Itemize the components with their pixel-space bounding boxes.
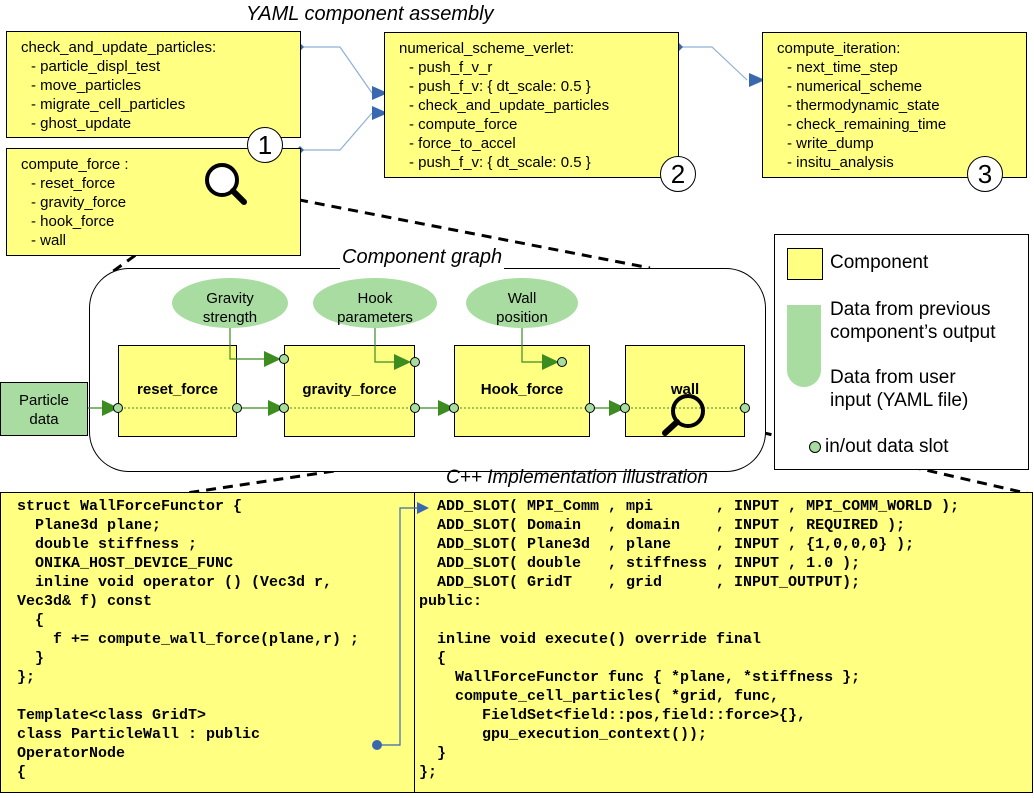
yaml-head: compute_iteration: — [777, 40, 901, 57]
code-line: ADD_SLOT( MPI_Comm , mpi , INPUT , MPI_C… — [419, 498, 960, 515]
legend-prev-output-2: component’s output — [830, 322, 996, 343]
legend: Component Data from previous component’s… — [774, 234, 1029, 470]
legend-slot-label: in/out data slot — [825, 436, 949, 457]
step-circle-2: 2 — [660, 156, 696, 192]
code-line: { — [419, 650, 447, 667]
yaml-item: - next_time_step — [787, 59, 898, 76]
code-line: ADD_SLOT( Plane3d , plane , INPUT , {1,0… — [419, 536, 915, 553]
yaml-item: - wall — [31, 232, 67, 249]
code-line: }; — [17, 669, 36, 686]
particle-data-line1: Particle — [18, 392, 70, 409]
particle-data-input: Particle data — [0, 382, 88, 436]
yaml-item: - move_particles — [31, 77, 142, 94]
hook-label-1: Hook — [357, 290, 393, 307]
step-circle-1: 1 — [247, 127, 283, 163]
yaml-item: - check_and_update_particles — [409, 97, 610, 114]
legend-component-swatch — [787, 248, 823, 280]
legend-user-input-2: input (YAML file) — [830, 390, 969, 411]
code-line: } — [419, 745, 447, 762]
yaml-item: - push_f_v: { dt_scale: 0.5 } — [409, 154, 591, 171]
yaml-item: - force_to_accel — [409, 135, 516, 152]
yaml-item: - compute_force — [409, 116, 518, 133]
yaml-item: - push_f_v_r — [409, 59, 493, 76]
code-line: FieldSet<field::pos,field::force>{}, — [419, 707, 807, 724]
cpp-title: C++ Implementation illustration — [446, 467, 708, 488]
code-line: ONIKA_HOST_DEVICE_FUNC — [17, 555, 234, 572]
yaml-item: - reset_force — [31, 175, 116, 192]
legend-component-label: Component — [830, 252, 929, 273]
particle-data-line2: data — [29, 411, 59, 428]
code-line: WallForceFunctor func { *plane, *stiffne… — [419, 669, 861, 686]
graph-title: Component graph — [340, 246, 505, 269]
yaml-item: - ghost_update — [31, 115, 132, 132]
component-reset-force: reset_force — [118, 345, 237, 437]
yaml-item: - migrate_cell_particles — [31, 96, 186, 113]
step-circle-3: 3 — [967, 156, 1003, 192]
component-wall: wall — [625, 345, 745, 437]
yaml-box-iteration: compute_iteration: - next_time_step - nu… — [762, 32, 1027, 178]
link-check-update — [300, 46, 373, 94]
component-gravity-force: gravity_force — [284, 345, 415, 437]
yaml-item: - check_remaining_time — [787, 116, 947, 133]
wall-position-input: Wall position — [466, 278, 578, 328]
yaml-item: - hook_force — [31, 213, 115, 230]
yaml-item: - gravity_force — [31, 194, 127, 211]
code-line: double stiffness ; — [17, 536, 198, 553]
code-line: { — [17, 764, 27, 781]
legend-slot-swatch — [809, 441, 821, 453]
legend-user-input-1: Data from user — [830, 367, 956, 388]
yaml-box-verlet: numerical_scheme_verlet: - push_f_v_r - … — [384, 32, 679, 178]
yaml-item: - particle_displ_test — [31, 58, 161, 75]
yaml-head: compute_force : — [21, 156, 129, 173]
wall-pos-label-1: Wall — [507, 290, 537, 307]
yaml-item: - numerical_scheme — [787, 78, 923, 95]
code-line: public: — [419, 593, 483, 610]
yaml-item: - insitu_analysis — [787, 154, 894, 171]
gravity-strength-input: Gravity strength — [172, 278, 288, 328]
yaml-head: numerical_scheme_verlet: — [399, 40, 575, 57]
yaml-item: - push_f_v: { dt_scale: 0.5 } — [409, 78, 591, 95]
code-block-left: struct WallForceFunctor { Plane3d plane;… — [0, 492, 415, 793]
wall-pos-label-2: position — [496, 309, 548, 326]
code-line: struct WallForceFunctor { — [17, 498, 243, 515]
yaml-box-compute-force: compute_force : - reset_force - gravity_… — [6, 148, 301, 256]
code-line — [17, 687, 414, 706]
code-block-right: ADD_SLOT( MPI_Comm , mpi , INPUT , MPI_C… — [414, 492, 1033, 793]
code-line: ADD_SLOT( GridT , grid , INPUT_OUTPUT); — [419, 574, 861, 591]
legend-prev-output-1: Data from previous — [830, 299, 991, 320]
code-line: Template<class GridT> — [17, 707, 207, 724]
legend-data-swatch — [787, 305, 821, 387]
yaml-item: - write_dump — [787, 135, 874, 152]
yaml-links — [300, 46, 748, 151]
link-verlet — [679, 46, 748, 81]
gravity-label-2: strength — [202, 309, 258, 326]
code-line: ADD_SLOT( Domain , domain , INPUT , REQU… — [419, 517, 906, 534]
code-line: gpu_execution_context()); — [419, 726, 708, 743]
code-line: { — [17, 612, 45, 629]
code-line: Plane3d plane; — [17, 517, 162, 534]
code-line: } — [17, 650, 45, 667]
code-line: compute_cell_particles( *grid, func, — [419, 688, 780, 705]
code-line: inline void execute() override final — [419, 631, 762, 648]
code-line: }; — [419, 764, 438, 781]
gravity-label-1: Gravity — [206, 290, 254, 307]
link-compute-force — [300, 112, 373, 151]
component-hook-force: Hook_force — [454, 345, 590, 437]
hook-label-2: parameters — [337, 309, 413, 326]
code-line: OperatorNode — [17, 745, 126, 762]
code-line: ADD_SLOT( double , stiffness , INPUT , 1… — [419, 555, 861, 572]
code-line — [419, 611, 1032, 630]
code-line: Vec3d& f) const — [17, 593, 153, 610]
yaml-head: check_and_update_particles: — [21, 39, 217, 56]
code-line: f += compute_wall_force(plane,r) ; — [17, 631, 360, 648]
yaml-title: YAML component assembly — [246, 3, 494, 25]
code-line: class ParticleWall : public — [17, 726, 261, 743]
yaml-box-check-update: check_and_update_particles: - particle_d… — [6, 31, 301, 138]
yaml-item: - thermodynamic_state — [787, 97, 940, 114]
hook-parameters-input: Hook parameters — [313, 278, 437, 328]
code-line: inline void operator () (Vec3d r, — [17, 574, 333, 591]
